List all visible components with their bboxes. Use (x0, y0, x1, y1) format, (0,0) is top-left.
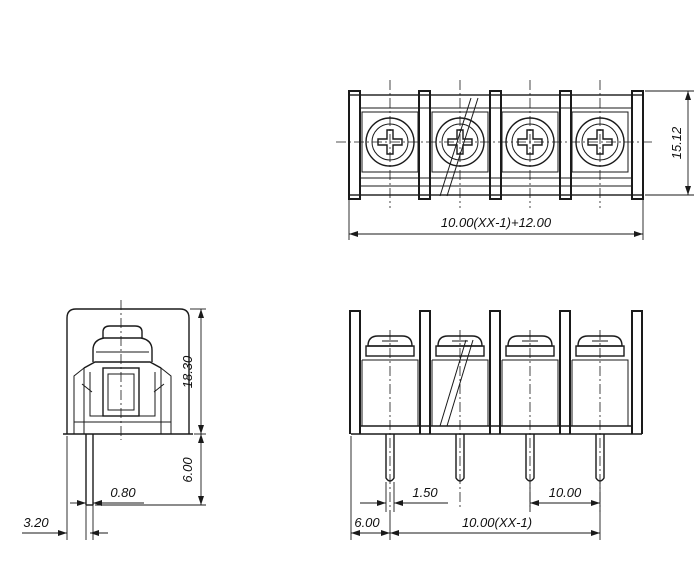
front-barrier-5 (631, 310, 643, 434)
dim-side-pin-offset: 3.20 (23, 515, 49, 530)
dim-front-pin-gap: 1.50 (412, 485, 438, 500)
side-view: 18.30 6.00 0.80 3.20 (22, 300, 206, 540)
dim-front-end-offset: 6.00 (354, 515, 380, 530)
top-view: 10.00(XX-1)+12.00 15.12 (336, 80, 694, 240)
front-barrier-3 (489, 310, 501, 434)
front-pin-1 (385, 434, 395, 482)
dim-front-pitch: 10.00 (549, 485, 582, 500)
dim-top-width: 10.00(XX-1)+12.00 (441, 215, 552, 230)
dim-side-pin-length: 6.00 (180, 457, 195, 483)
front-view: 1.50 10.00 6.00 10.00(XX-1) (349, 310, 643, 540)
front-barrier-1 (349, 310, 361, 434)
front-terminal-1 (361, 335, 419, 426)
dim-side-pin-width: 0.80 (110, 485, 136, 500)
front-pin-3 (525, 434, 535, 482)
dim-top-height: 15.12 (669, 126, 684, 159)
front-pin-2 (455, 434, 465, 482)
front-pin-4 (595, 434, 605, 482)
dim-front-span: 10.00(XX-1) (462, 515, 532, 530)
front-barrier-2 (419, 310, 431, 434)
front-barrier-4 (559, 310, 571, 434)
dim-side-height: 18.30 (180, 355, 195, 388)
